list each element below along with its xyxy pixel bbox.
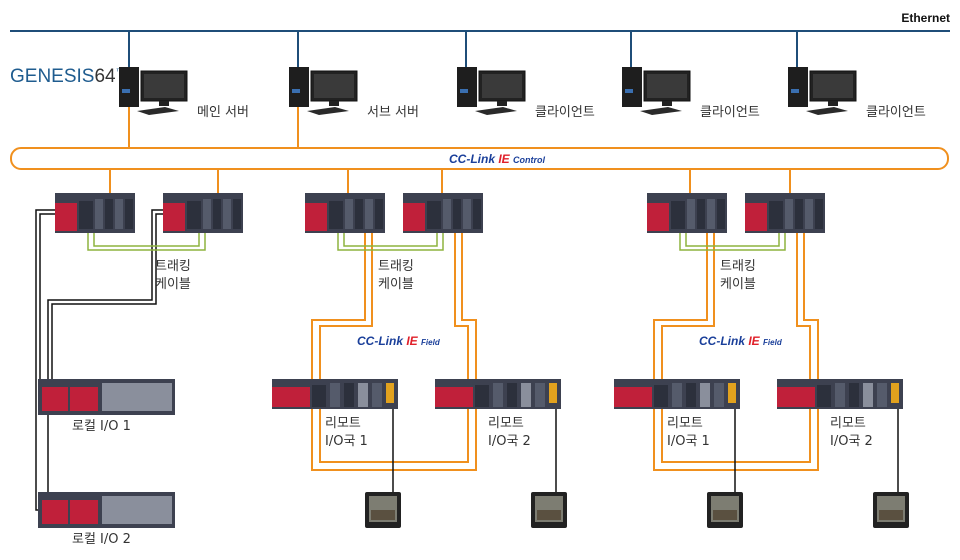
svg-text:클라이언트: 클라이언트 <box>535 105 595 120</box>
svg-text:리모트: 리모트 <box>488 416 524 431</box>
svg-text:클라이언트: 클라이언트 <box>866 105 926 120</box>
svg-text:트래킹: 트래킹 <box>155 259 191 274</box>
svg-text:I/O국 1: I/O국 1 <box>667 434 710 449</box>
svg-text:리모트: 리모트 <box>830 416 866 431</box>
ethernet-label: Ethernet <box>901 11 950 25</box>
computer-main-server: 메인 서버 <box>118 66 249 120</box>
remote-io-2: 리모트 I/O국 2 <box>435 379 561 449</box>
plc-pair-2: 트래킹 케이블 CC-Link IE Field 리모트 I/O국 1 리모트 I/… <box>272 193 567 528</box>
computer-client-1: 클라이언트 <box>456 66 595 120</box>
svg-text:케이블: 케이블 <box>155 277 191 292</box>
hmi-panel <box>365 492 401 528</box>
tracking-cable <box>87 233 206 251</box>
svg-text:트래킹: 트래킹 <box>378 259 414 274</box>
remote-io-1: 리모트 I/O국 1 <box>614 379 740 449</box>
genesis64-logo: GENESIS64™ <box>10 66 124 87</box>
svg-text:I/O국 2: I/O국 2 <box>830 434 873 449</box>
svg-text:리모트: 리모트 <box>325 416 361 431</box>
computer-sub-server: 서브 서버 <box>288 66 419 120</box>
svg-text:로컬 I/O 2: 로컬 I/O 2 <box>72 532 131 547</box>
cc-link-ie-field-label: CC-Link IE Field <box>699 334 783 348</box>
svg-text:케이블: 케이블 <box>378 277 414 292</box>
svg-text:클라이언트: 클라이언트 <box>700 105 760 120</box>
local-io-1: 로컬 I/O 1 <box>38 379 175 434</box>
svg-text:케이블: 케이블 <box>720 277 756 292</box>
computer-client-3: 클라이언트 <box>787 66 926 120</box>
svg-text:서브 서버: 서브 서버 <box>367 105 419 120</box>
plc-pair-3: 트래킹 케이블 CC-Link IE Field 리모트 I/O국 1 리모트 I/… <box>614 193 909 528</box>
svg-text:로컬 I/O 1: 로컬 I/O 1 <box>72 419 131 434</box>
hmi-panel <box>707 492 743 528</box>
cc-link-ie-field-label: CC-Link IE Field <box>357 334 441 348</box>
svg-text:트래킹: 트래킹 <box>720 259 756 274</box>
computer-client-2: 클라이언트 <box>621 66 760 120</box>
plc-pair-1: 트래킹 케이블 로컬 I/O 1 로컬 I/O 2 <box>35 193 243 547</box>
cc-link-ie-control-label: CC-Link IE Control <box>449 152 546 166</box>
svg-text:I/O국 2: I/O국 2 <box>488 434 531 449</box>
local-io-2: 로컬 I/O 2 <box>38 492 175 547</box>
svg-text:I/O국 1: I/O국 1 <box>325 434 368 449</box>
hmi-panel <box>873 492 909 528</box>
remote-io-1: 리모트 I/O국 1 <box>272 379 398 449</box>
svg-text:리모트: 리모트 <box>667 416 703 431</box>
hmi-panel <box>531 492 567 528</box>
svg-text:메인 서버: 메인 서버 <box>197 105 249 120</box>
cc-link-control-loop <box>10 107 949 195</box>
remote-io-2: 리모트 I/O국 2 <box>777 379 903 449</box>
